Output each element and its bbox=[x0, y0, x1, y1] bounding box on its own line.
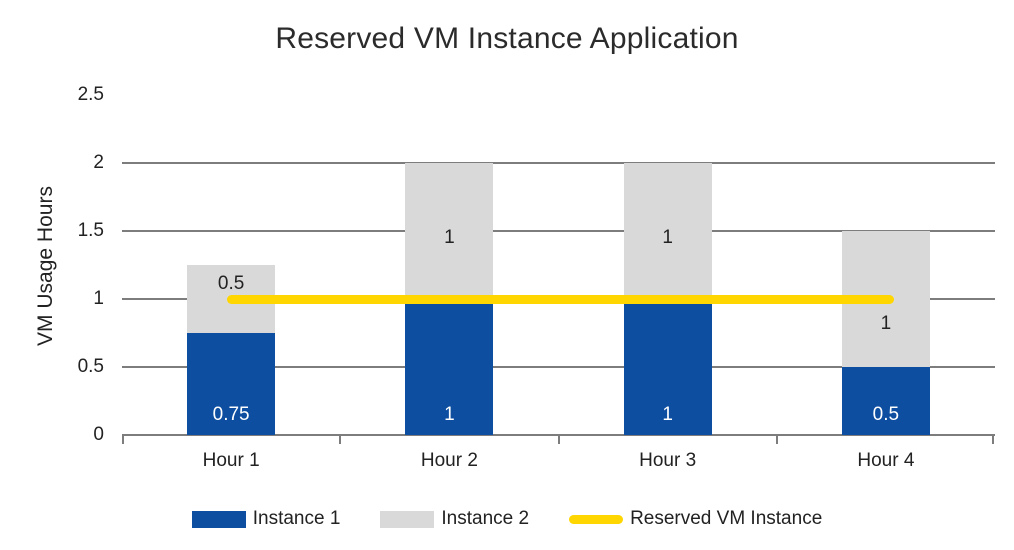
bar-value-label: 0.5 bbox=[872, 404, 900, 425]
legend-swatch-instance-2 bbox=[380, 510, 435, 528]
x-tick bbox=[122, 435, 124, 444]
bar-value-label: 1 bbox=[444, 404, 455, 425]
x-category-label: Hour 1 bbox=[202, 450, 260, 471]
y-tick-label: 0 bbox=[93, 424, 104, 445]
bar-segment-instance-1 bbox=[623, 299, 712, 435]
bar-value-label: 1 bbox=[880, 313, 892, 334]
gridline bbox=[122, 230, 995, 232]
bar-value-label: 0.75 bbox=[212, 404, 250, 425]
legend-label-instance-2: Instance 2 bbox=[441, 508, 530, 529]
legend: Instance 1 Instance 2 Reserved VM Instan… bbox=[0, 508, 1014, 530]
bar-segment-instance-2 bbox=[623, 163, 712, 299]
reserved-vm-instance-line bbox=[227, 295, 894, 304]
x-tick bbox=[775, 435, 778, 444]
gridline bbox=[122, 366, 995, 368]
bar-value-label: 1 bbox=[662, 227, 673, 248]
legend-swatch-reserved-line bbox=[569, 514, 624, 524]
x-tick bbox=[557, 435, 560, 444]
legend-item-reserved-vm-instance: Reserved VM Instance bbox=[569, 508, 822, 530]
x-category-label: Hour 4 bbox=[857, 450, 915, 471]
y-tick-label: 1 bbox=[93, 288, 104, 309]
y-tick-label: 1.5 bbox=[77, 220, 104, 241]
bar-segment-instance-1 bbox=[841, 367, 930, 435]
y-tick-label: 0.5 bbox=[77, 356, 104, 377]
legend-label-instance-1: Instance 1 bbox=[252, 508, 341, 529]
legend-item-instance-1: Instance 1 bbox=[191, 508, 341, 530]
bar-segment-instance-1 bbox=[405, 299, 494, 435]
chart-title: Reserved VM Instance Application bbox=[275, 22, 739, 55]
bar-value-label: 1 bbox=[662, 404, 673, 425]
y-tick-label: 2 bbox=[93, 152, 104, 173]
x-tick bbox=[992, 435, 994, 444]
x-category-label: Hour 2 bbox=[420, 450, 478, 471]
y-axis-title: VM Usage Hours bbox=[34, 186, 57, 346]
legend-label-reserved-vm-instance: Reserved VM Instance bbox=[630, 508, 823, 529]
y-tick-label: 2.5 bbox=[77, 84, 104, 105]
x-category-label: Hour 3 bbox=[639, 450, 697, 471]
legend-swatch-instance-1 bbox=[191, 510, 246, 528]
bar-segment-instance-2 bbox=[405, 163, 494, 299]
bar-value-label: 1 bbox=[444, 227, 455, 248]
gridline bbox=[122, 162, 995, 164]
legend-item-instance-2: Instance 2 bbox=[380, 508, 529, 530]
bar-segment-instance-1 bbox=[187, 333, 276, 435]
x-tick bbox=[339, 435, 342, 444]
bar-value-label: 0.5 bbox=[217, 273, 245, 294]
